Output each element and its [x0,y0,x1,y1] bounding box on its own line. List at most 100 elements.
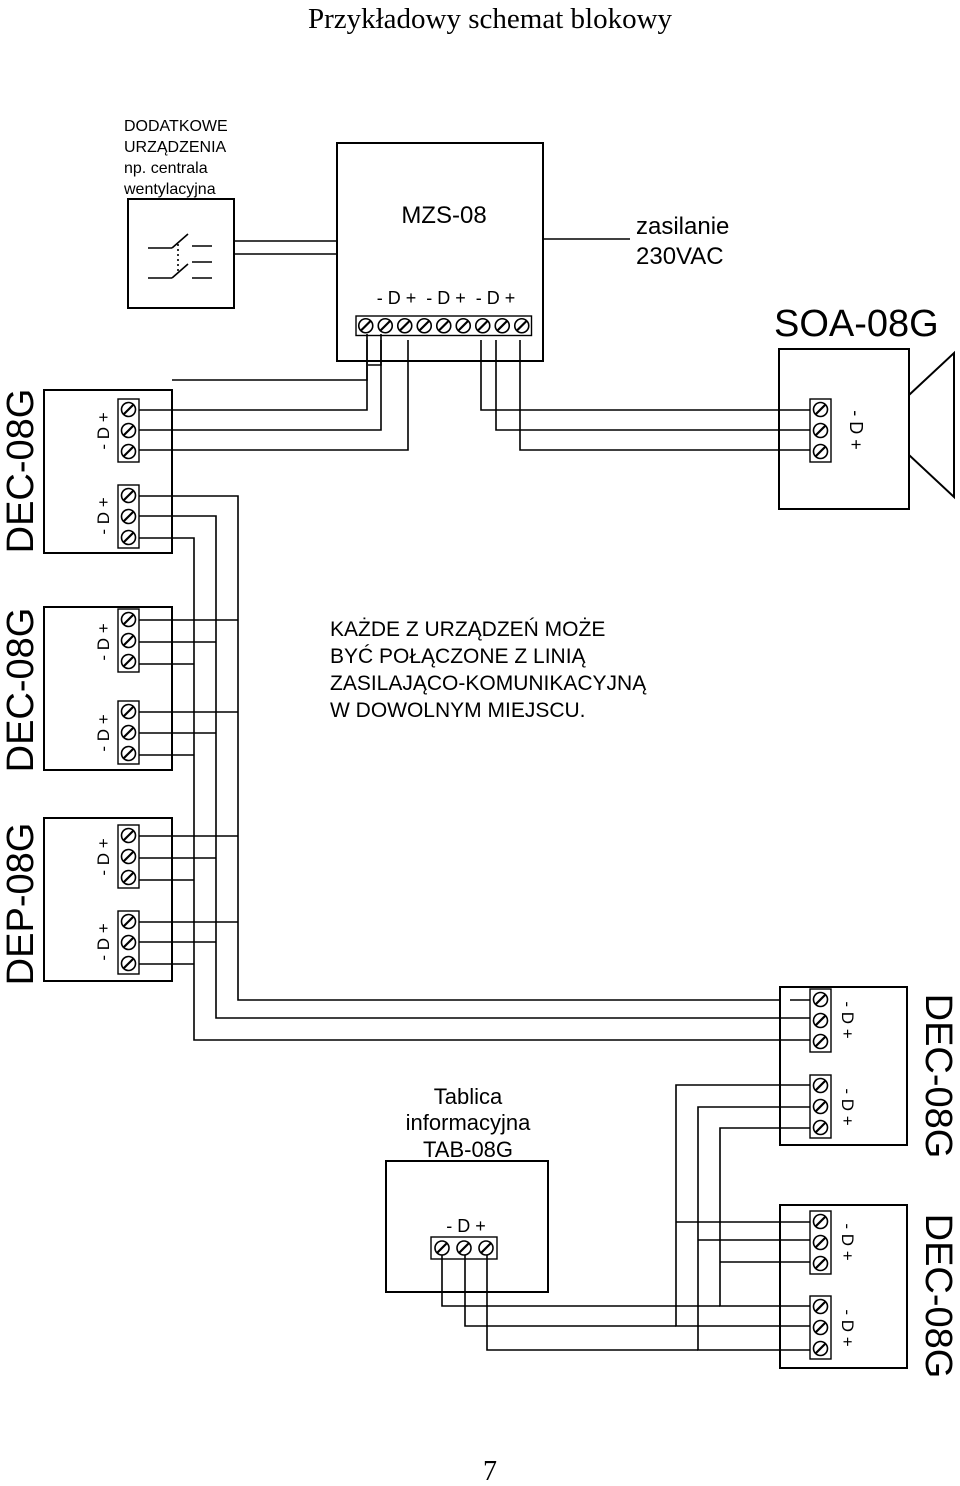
bus-wiring [139,334,810,1351]
screw-slot [122,936,135,949]
screw-slot [418,320,430,332]
tab-08g-box [385,1160,549,1293]
power-label-1: zasilanie [636,213,729,240]
tab-08g-label-1: Tablica [434,1084,503,1109]
note-line-3: ZASILAJĄCO-KOMUNIKACYJNĄ [330,672,647,695]
dec-left-2-terminal-label-upper: - D + [94,623,113,660]
dec-right-1-terminal-label-upper: - D + [838,1001,857,1038]
tab-08g-terminal-strip [430,1236,498,1260]
dec-right-2-terminal-strip-lower [809,1295,832,1360]
screw-slot [379,320,391,332]
dec-right-2-terminal-label-upper: - D + [838,1223,857,1260]
screw-slot [122,747,135,760]
dec-right-2-name: DEC-08G [917,1214,959,1379]
mzs-08-terminal-strip [355,315,533,337]
dec-left-2-terminal-strip-upper [117,608,140,673]
dec-left-1-name: DEC-08G [0,389,42,554]
screw-slot [360,320,372,332]
soa-08g-box [778,348,910,510]
extra-devices-label-4: wentylacyjna [123,181,216,198]
screw-slot [477,320,489,332]
dep-08g-block: DEP-08G - D + - D + [0,817,173,985]
screw-slot [436,1242,448,1254]
screw-slot [122,957,135,970]
dec-right-1-box [779,986,908,1146]
note-line-4: W DOWOLNYM MIEJSCU. [330,699,586,722]
screw-slot [814,1300,827,1313]
siren-horn-icon [908,350,955,500]
dec-left-2-terminal-label-lower: - D + [94,714,113,751]
dep-08g-box [43,817,173,982]
screw-slot [122,489,135,502]
screw-slot [814,1342,827,1355]
dec-right-2-block: DEC-08G - D + - D + [779,1204,959,1379]
screw-slot [814,1121,827,1134]
page-title: Przykładowy schemat blokowy [308,3,673,35]
dec-right-1-block: DEC-08G - D + - D + [779,986,959,1159]
dec-left-1-terminal-label-lower: - D + [94,497,113,534]
screw-slot [122,871,135,884]
tab-08g-block: Tablica informacyjna TAB-08G - D + [385,1084,549,1293]
dec-right-1-terminal-label-lower: - D + [838,1088,857,1125]
dec-left-1-terminal-label-upper: - D + [94,412,113,449]
screw-slot [122,829,135,842]
dec-right-2-box [779,1204,908,1369]
page-number: 7 [483,1456,497,1486]
tab-08g-label-2: informacyjna [406,1110,531,1135]
dep-08g-terminal-strip-lower [117,910,140,975]
screw-slot [458,1242,470,1254]
screw-slot [516,320,528,332]
relay-switch-icon [148,233,212,279]
dec-left-1-terminal-strip-upper [117,398,140,463]
screw-slot [814,445,827,458]
screw-slot [480,1242,492,1254]
dec-left-1-terminal-strip-lower [117,484,140,549]
screw-slot [122,531,135,544]
dec-left-2-block: DEC-08G - D + - D + [0,606,173,773]
dec-left-2-terminal-strip-lower [117,700,140,765]
screw-slot [122,613,135,626]
extra-devices-label-3: np. centrala [124,160,208,177]
screw-slot [122,424,135,437]
screw-slot [122,915,135,928]
power-label-2: 230VAC [636,243,724,270]
screw-slot [814,1236,827,1249]
dec-left-2-name: DEC-08G [0,608,42,773]
note-line-2: BYĆ POŁĄCZONE Z LINIĄ [330,645,587,668]
screw-slot [122,510,135,523]
tab-08g-label-3: TAB-08G [423,1137,513,1162]
dec-left-1-block: DEC-08G - D + - D + [0,389,173,554]
extra-devices-label-2: URZĄDZENIA [124,139,227,156]
mzs-08-block: MZS-08 - D + - D + - D + [336,142,544,362]
mzs-08-terminal-label: - D + - D + - D + [377,288,516,308]
screw-slot [814,1079,827,1092]
screw-slot [814,1257,827,1270]
soa-08g-block: SOA-08G - D + [774,303,955,510]
dec-right-2-terminal-strip-upper [809,1210,832,1275]
dec-right-1-terminal-strip-upper [809,988,832,1053]
screw-slot [122,634,135,647]
screw-slot [122,403,135,416]
screw-slot [814,1035,827,1048]
mzs-08-name: MZS-08 [401,202,486,229]
screw-slot [122,705,135,718]
screw-slot [814,424,827,437]
screw-slot [438,320,450,332]
extra-devices-box [127,198,235,309]
dep-08g-terminal-strip-upper [117,824,140,889]
screw-slot [814,1100,827,1113]
extra-devices-block: DODATKOWE URZĄDZENIA np. centrala wentyl… [123,118,235,309]
dec-left-2-box [43,606,173,771]
mzs-08-box [336,142,544,362]
screw-slot [814,993,827,1006]
screw-slot [496,320,508,332]
soa-08g-terminal-label: - D + [846,410,866,450]
screw-slot [814,403,827,416]
note-block: KAŻDE Z URZĄDZEŃ MOŻE BYĆ POŁĄCZONE Z LI… [330,618,647,722]
screw-slot [122,850,135,863]
dec-right-1-name: DEC-08G [917,994,959,1159]
screw-slot [399,320,411,332]
screw-slot [814,1321,827,1334]
dec-right-1-terminal-strip-lower [809,1074,832,1139]
screw-slot [814,1215,827,1228]
